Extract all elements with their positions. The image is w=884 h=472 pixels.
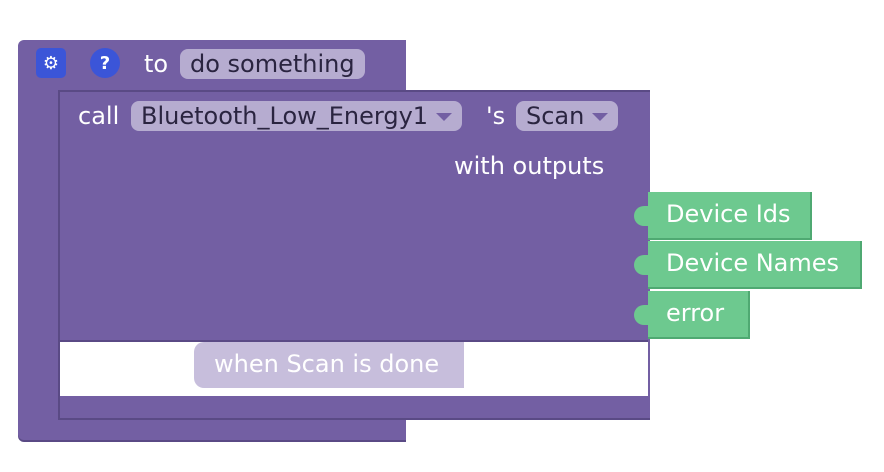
then-do-label: then do: [78, 350, 171, 378]
with-outputs-label: with outputs: [454, 152, 605, 180]
method-name: Scan: [526, 102, 585, 130]
output-error[interactable]: error: [634, 291, 750, 339]
output-device-ids[interactable]: Device Ids: [634, 192, 812, 240]
when-scan-done-block[interactable]: when Scan is done: [194, 342, 464, 388]
method-dropdown[interactable]: Scan: [516, 101, 619, 131]
when-scan-done-label: when Scan is done: [214, 350, 440, 378]
component-dropdown[interactable]: Bluetooth_Low_Energy1: [131, 101, 463, 131]
procedure-name-field[interactable]: do something: [180, 49, 365, 79]
help-icon[interactable]: ?: [90, 48, 120, 78]
component-name: Bluetooth_Low_Energy1: [141, 102, 429, 130]
output-device-names[interactable]: Device Names: [634, 241, 862, 289]
call-scan-block-bottom: [60, 396, 648, 414]
gear-icon[interactable]: ⚙: [36, 48, 66, 78]
procedure-block-bottom: [18, 418, 406, 440]
to-keyword: to: [144, 50, 169, 78]
call-keyword: call: [78, 102, 120, 130]
possessive-label: 's: [486, 102, 506, 130]
procedure-block-side: [18, 88, 60, 440]
